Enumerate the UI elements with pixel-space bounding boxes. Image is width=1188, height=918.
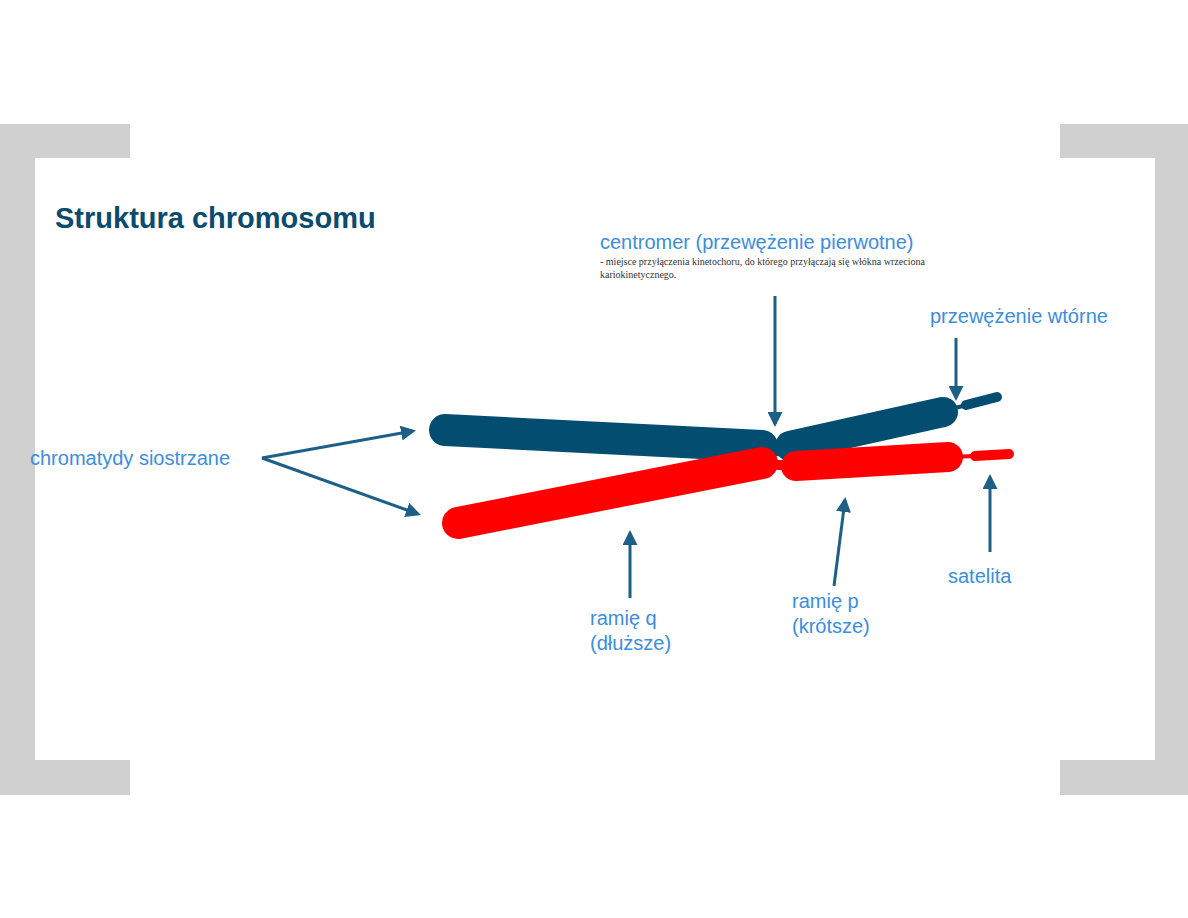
note-text: - miejsce przyłączenia kinetochoru, do k… xyxy=(600,256,930,281)
leader-arrow xyxy=(262,296,990,598)
chromatid-blue xyxy=(445,397,997,452)
callout-label: przewężenie wtórne xyxy=(930,304,1108,329)
callout-label: centromer (przewężenie pierwotne) xyxy=(600,230,913,255)
frame-bracket xyxy=(0,124,1188,795)
callout-label: satelita xyxy=(948,564,1011,589)
callout-label: ramię p (krótsze) xyxy=(792,589,897,639)
callout-label: chromatydy siostrzane xyxy=(30,446,230,471)
callout-label: ramię q (dłuższe) xyxy=(590,606,695,656)
slide-title: Struktura chromosomu xyxy=(55,200,376,236)
chromatid-red xyxy=(458,454,1009,523)
